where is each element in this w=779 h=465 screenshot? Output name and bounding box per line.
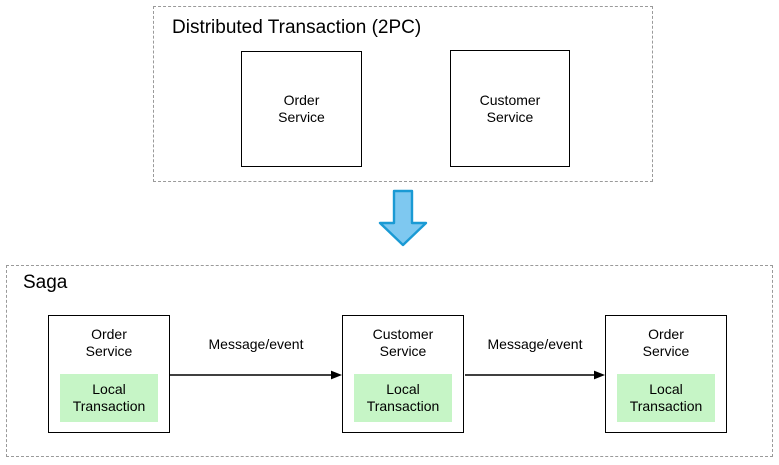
saga-service-label: Customer Service: [372, 326, 434, 359]
group-saga: Saga: [6, 265, 773, 457]
service-box-label: Customer Service: [479, 91, 541, 125]
group-title-saga: Saga: [23, 272, 68, 293]
down-arrow-icon: [378, 189, 428, 247]
saga-service-box-customer: Customer Service Local Transaction: [342, 315, 464, 433]
saga-service-label: Order Service: [642, 326, 690, 359]
saga-service-box-order-first: Order Service Local Transaction: [48, 315, 170, 433]
local-transaction-badge: Local Transaction: [60, 374, 158, 422]
saga-service-label: Order Service: [85, 326, 133, 359]
saga-service-box-order-second: Order Service Local Transaction: [605, 315, 727, 433]
local-transaction-badge: Local Transaction: [354, 374, 452, 422]
message-arrow-label: Message/event: [208, 336, 304, 352]
message-arrow-icon: [465, 370, 605, 380]
message-arrow-icon: [170, 370, 342, 380]
service-box-customer-2pc: Customer Service: [450, 50, 570, 167]
local-transaction-badge: Local Transaction: [617, 374, 715, 422]
group-distributed-transaction: Distributed Transaction (2PC): [153, 6, 653, 182]
message-arrow-label: Message/event: [487, 336, 583, 352]
service-box-label: Order Service: [278, 92, 325, 125]
group-title-distributed-transaction: Distributed Transaction (2PC): [172, 17, 422, 38]
service-box-order-2pc: Order Service: [241, 51, 362, 167]
